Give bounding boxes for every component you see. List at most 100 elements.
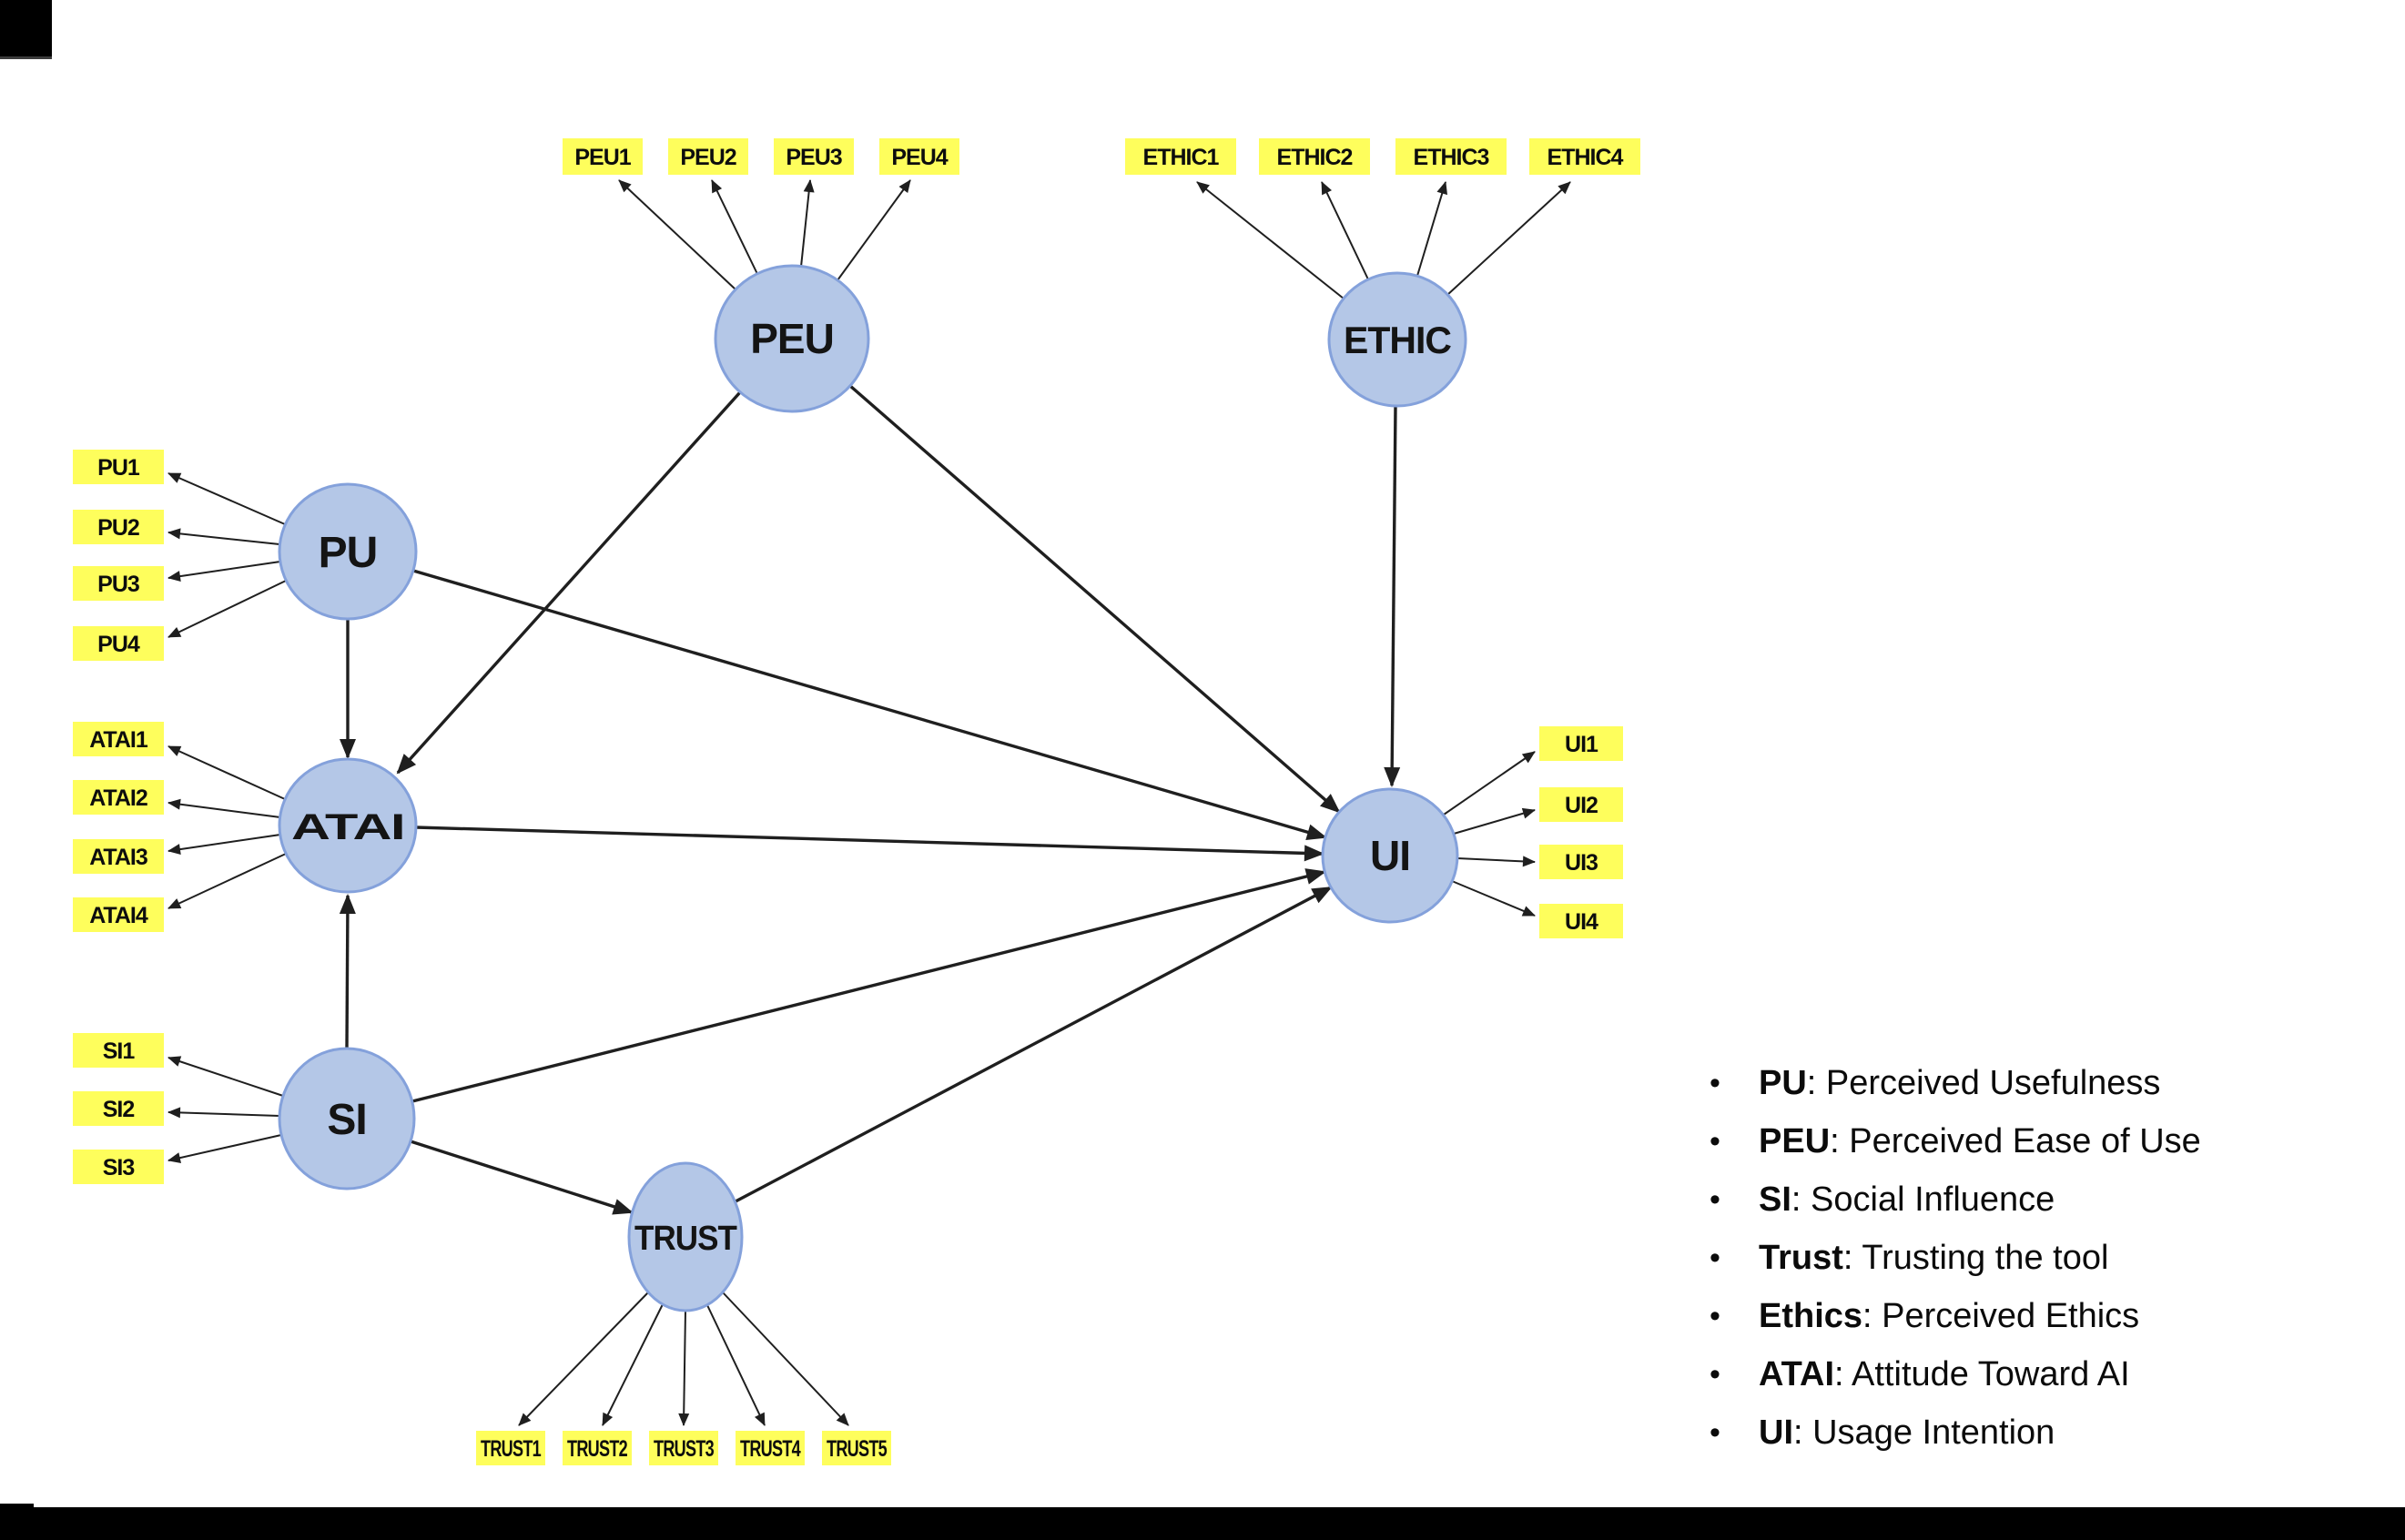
indicator-ethic4-box [1529,138,1640,175]
latent-ethic-label: ETHIC [1344,319,1452,361]
path-trust-ui [735,886,1333,1203]
indicator-peu1-label: PEU1 [574,145,631,170]
indicator-trust2-label: TRUST2 [567,1436,627,1462]
latent-atai: ATAI [278,757,418,894]
indicator-ui2-label: UI2 [1565,793,1598,818]
latent-ethic: ETHIC [1327,271,1467,408]
latent-peu-label: PEU [750,315,834,362]
indicator-peu3-box [774,138,854,175]
path-ethic-ui [1384,405,1401,787]
latent-ui: UI [1321,787,1459,924]
loading-pu-pu1 [167,472,286,525]
legend-definition: : Trusting the tool [1842,1239,2109,1277]
loading-ethic-ethic4 [1446,181,1571,296]
loading-atai-atai4 [167,853,287,909]
loading-trust-trust1 [518,1292,649,1426]
legend-definition: : Perceived Usefulness [1806,1064,2161,1102]
indicator-pu3-box [73,566,164,601]
indicator-peu4-label: PEU4 [891,145,948,170]
legend-definition: : Usage Intention [1793,1413,2055,1452]
indicators: PEU1 PEU2 PEU3 PEU4 ETHIC1 ETHIC2 ETHIC3… [73,138,1640,1465]
latent-si: SI [278,1047,416,1190]
indicator-ethic1-label: ETHIC1 [1143,145,1220,170]
legend-definition: : Attitude Toward AI [1834,1355,2130,1393]
indicator-ui2-box [1539,787,1623,822]
latent-pu-label: PU [319,529,378,577]
bottom-bar-left-step [0,1504,34,1509]
legend-term: PU [1759,1064,1807,1102]
indicator-ethic3-box [1395,138,1507,175]
legend-term: Trust [1759,1239,1843,1277]
latent-atai-shape [278,757,418,894]
path-peu-ui [848,384,1341,814]
indicator-atai1-box [73,722,164,756]
path-atai-ui [415,826,1324,862]
loading-ui-ui1 [1443,751,1536,816]
latent-ui-label: UI [1370,832,1410,879]
latent-si-shape [278,1047,416,1190]
loading-peu-peu3 [800,179,815,268]
indicator-trust4-box [736,1431,805,1465]
structural-paths [339,384,1401,1215]
latent-ui-shape [1321,787,1459,924]
indicator-peu1-box [563,138,643,175]
legend-item-peu: PEU: Perceived Ease of Use [1708,1112,2381,1170]
loading-si-si1 [167,1056,284,1097]
loading-pu-pu4 [167,580,287,638]
path-pu-ui [412,569,1327,841]
legend-item-ui: UI: Usage Intention [1708,1403,2381,1462]
path-si-atai [339,894,356,1049]
indicator-trust3-box [649,1431,718,1465]
path-si-trust [410,1140,634,1215]
indicator-atai2-label: ATAI2 [89,785,147,811]
measurement-arrows [167,179,1571,1426]
indicator-ui4-box [1539,904,1623,938]
indicator-atai1-label: ATAI1 [89,727,148,753]
indicator-pu1-box [73,450,164,484]
indicator-atai3-label: ATAI3 [89,845,147,870]
latent-peu-shape [714,264,870,413]
indicator-atai4-box [73,897,164,932]
loading-trust-trust2 [602,1303,664,1426]
legend-term: Ethics [1759,1297,1863,1335]
loading-atai-atai3 [167,834,281,856]
loading-peu-peu2 [711,179,758,275]
legend-definition: : Perceived Ethics [1862,1297,2140,1335]
loading-ui-ui3 [1456,856,1536,867]
legend-list: PU: Perceived Usefulness PEU: Perceived … [1708,1054,2381,1462]
legend: PU: Perceived Usefulness PEU: Perceived … [1708,1054,2381,1462]
indicator-pu4-box [73,626,164,661]
loading-atai-atai1 [167,745,286,800]
loading-peu-peu4 [837,179,911,281]
indicator-pu4-label: PU4 [97,632,140,657]
indicator-si1-box [73,1033,164,1068]
indicator-ui1-box [1539,726,1623,761]
indicator-si3-box [73,1150,164,1184]
indicator-trust2-box [563,1431,632,1465]
indicator-si2-label: SI2 [103,1097,135,1122]
indicator-ethic4-label: ETHIC4 [1548,145,1624,170]
loading-ui-ui4 [1451,880,1536,917]
latent-variables: PEU ETHIC PU ATAI SI TRUST [278,264,1467,1312]
latent-atai-label: ATAI [291,807,404,847]
legend-item-pu: PU: Perceived Usefulness [1708,1054,2381,1112]
indicator-ethic1-box [1125,138,1236,175]
legend-term: SI [1759,1180,1791,1219]
indicator-trust3-label: TRUST3 [654,1436,714,1462]
loading-trust-trust5 [722,1292,849,1426]
latent-trust-shape [627,1161,744,1312]
legend-term: ATAI [1759,1355,1835,1393]
top-left-black-block [0,0,52,59]
indicator-peu4-box [879,138,959,175]
loading-ethic-ethic3 [1416,181,1447,277]
indicator-trust1-box [476,1431,545,1465]
legend-term: PEU [1759,1122,1831,1160]
indicator-atai2-box [73,780,164,815]
path-peu-atai [396,390,742,775]
indicator-trust5-box [822,1431,891,1465]
loading-pu-pu2 [167,528,280,545]
indicator-pu1-label: PU1 [97,455,140,481]
loading-si-si2 [167,1107,280,1119]
